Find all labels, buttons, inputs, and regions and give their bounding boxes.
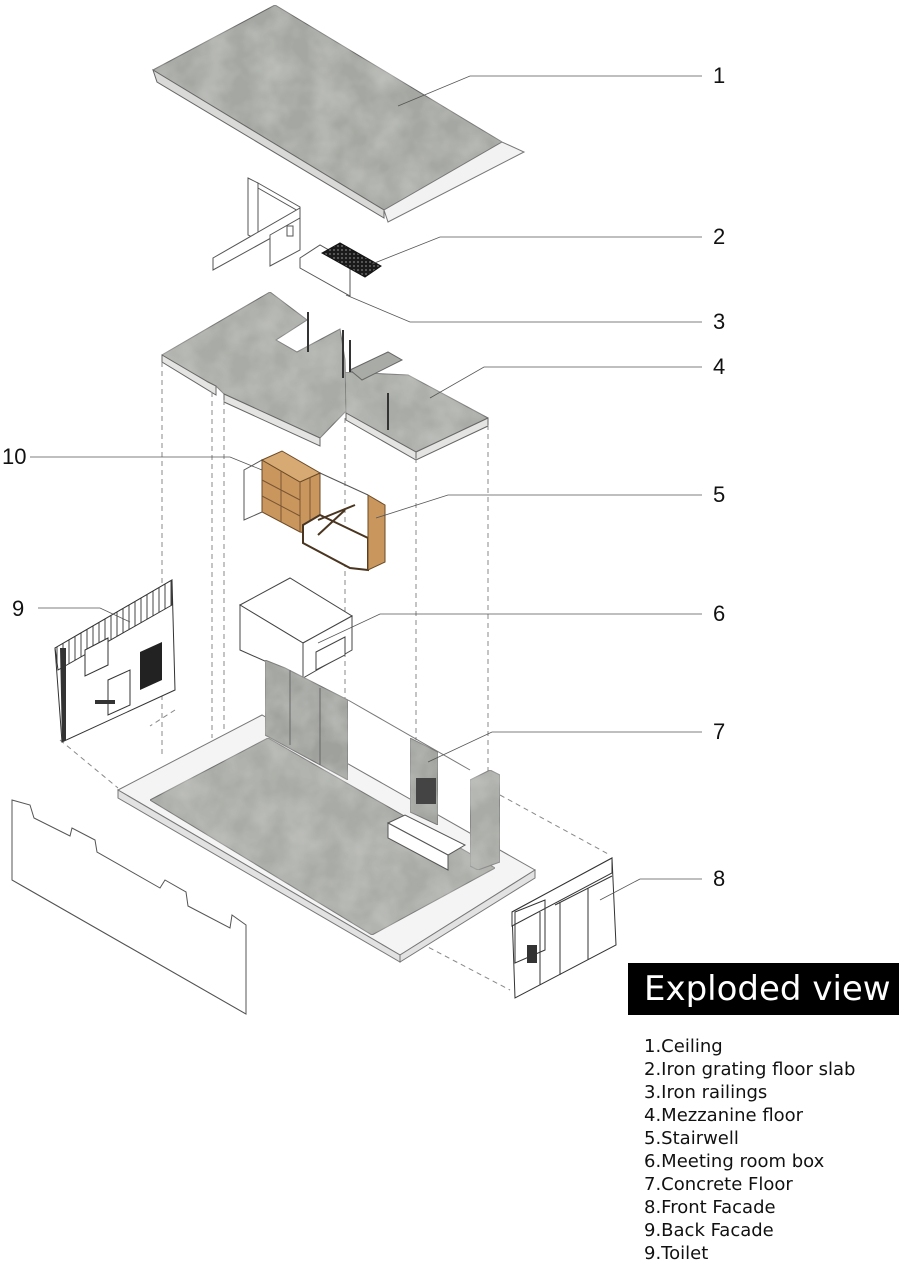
legend-item: 9.Back Facade	[644, 1220, 774, 1241]
callout-4: 4	[713, 354, 726, 379]
callout-5: 5	[713, 482, 726, 507]
legend-item: 1.Ceiling	[644, 1036, 723, 1057]
meeting-room-box	[238, 577, 353, 679]
side-wall-panel	[11, 799, 247, 1015]
ceiling-slab	[151, 4, 526, 223]
legend-item: 6.Meeting room box	[644, 1151, 825, 1172]
legend-list: 1.Ceiling 2.Iron grating floor slab 3.Ir…	[644, 1035, 855, 1264]
legend-item: 5.Stairwell	[644, 1128, 739, 1149]
ground-floor	[116, 659, 536, 963]
iron-grating-and-railings	[212, 177, 382, 297]
callout-10: 10	[2, 444, 27, 469]
legend-item: 7.Concrete Floor	[644, 1174, 793, 1195]
legend-item: 4.Mezzanine floor	[644, 1105, 804, 1126]
legend-item: 8.Front Facade	[644, 1197, 776, 1218]
callout-9: 9	[12, 596, 25, 621]
callout-1: 1	[713, 63, 726, 88]
mezzanine-floor	[161, 291, 490, 461]
callout-6: 6	[713, 601, 726, 626]
callout-2: 2	[713, 224, 726, 249]
legend-item: 2.Iron grating floor slab	[644, 1059, 856, 1080]
callout-3: 3	[713, 309, 726, 334]
callout-7: 7	[713, 719, 726, 744]
legend-item: 3.Iron railings	[644, 1082, 768, 1103]
back-facade	[54, 579, 176, 743]
legend-item: 9.Toilet	[644, 1243, 709, 1264]
callout-8: 8	[713, 866, 726, 891]
leader-lines	[30, 75, 702, 901]
front-facade	[511, 857, 617, 999]
diagram-title: Exploded view	[628, 963, 899, 1015]
toilet-and-stairwell	[243, 450, 386, 572]
